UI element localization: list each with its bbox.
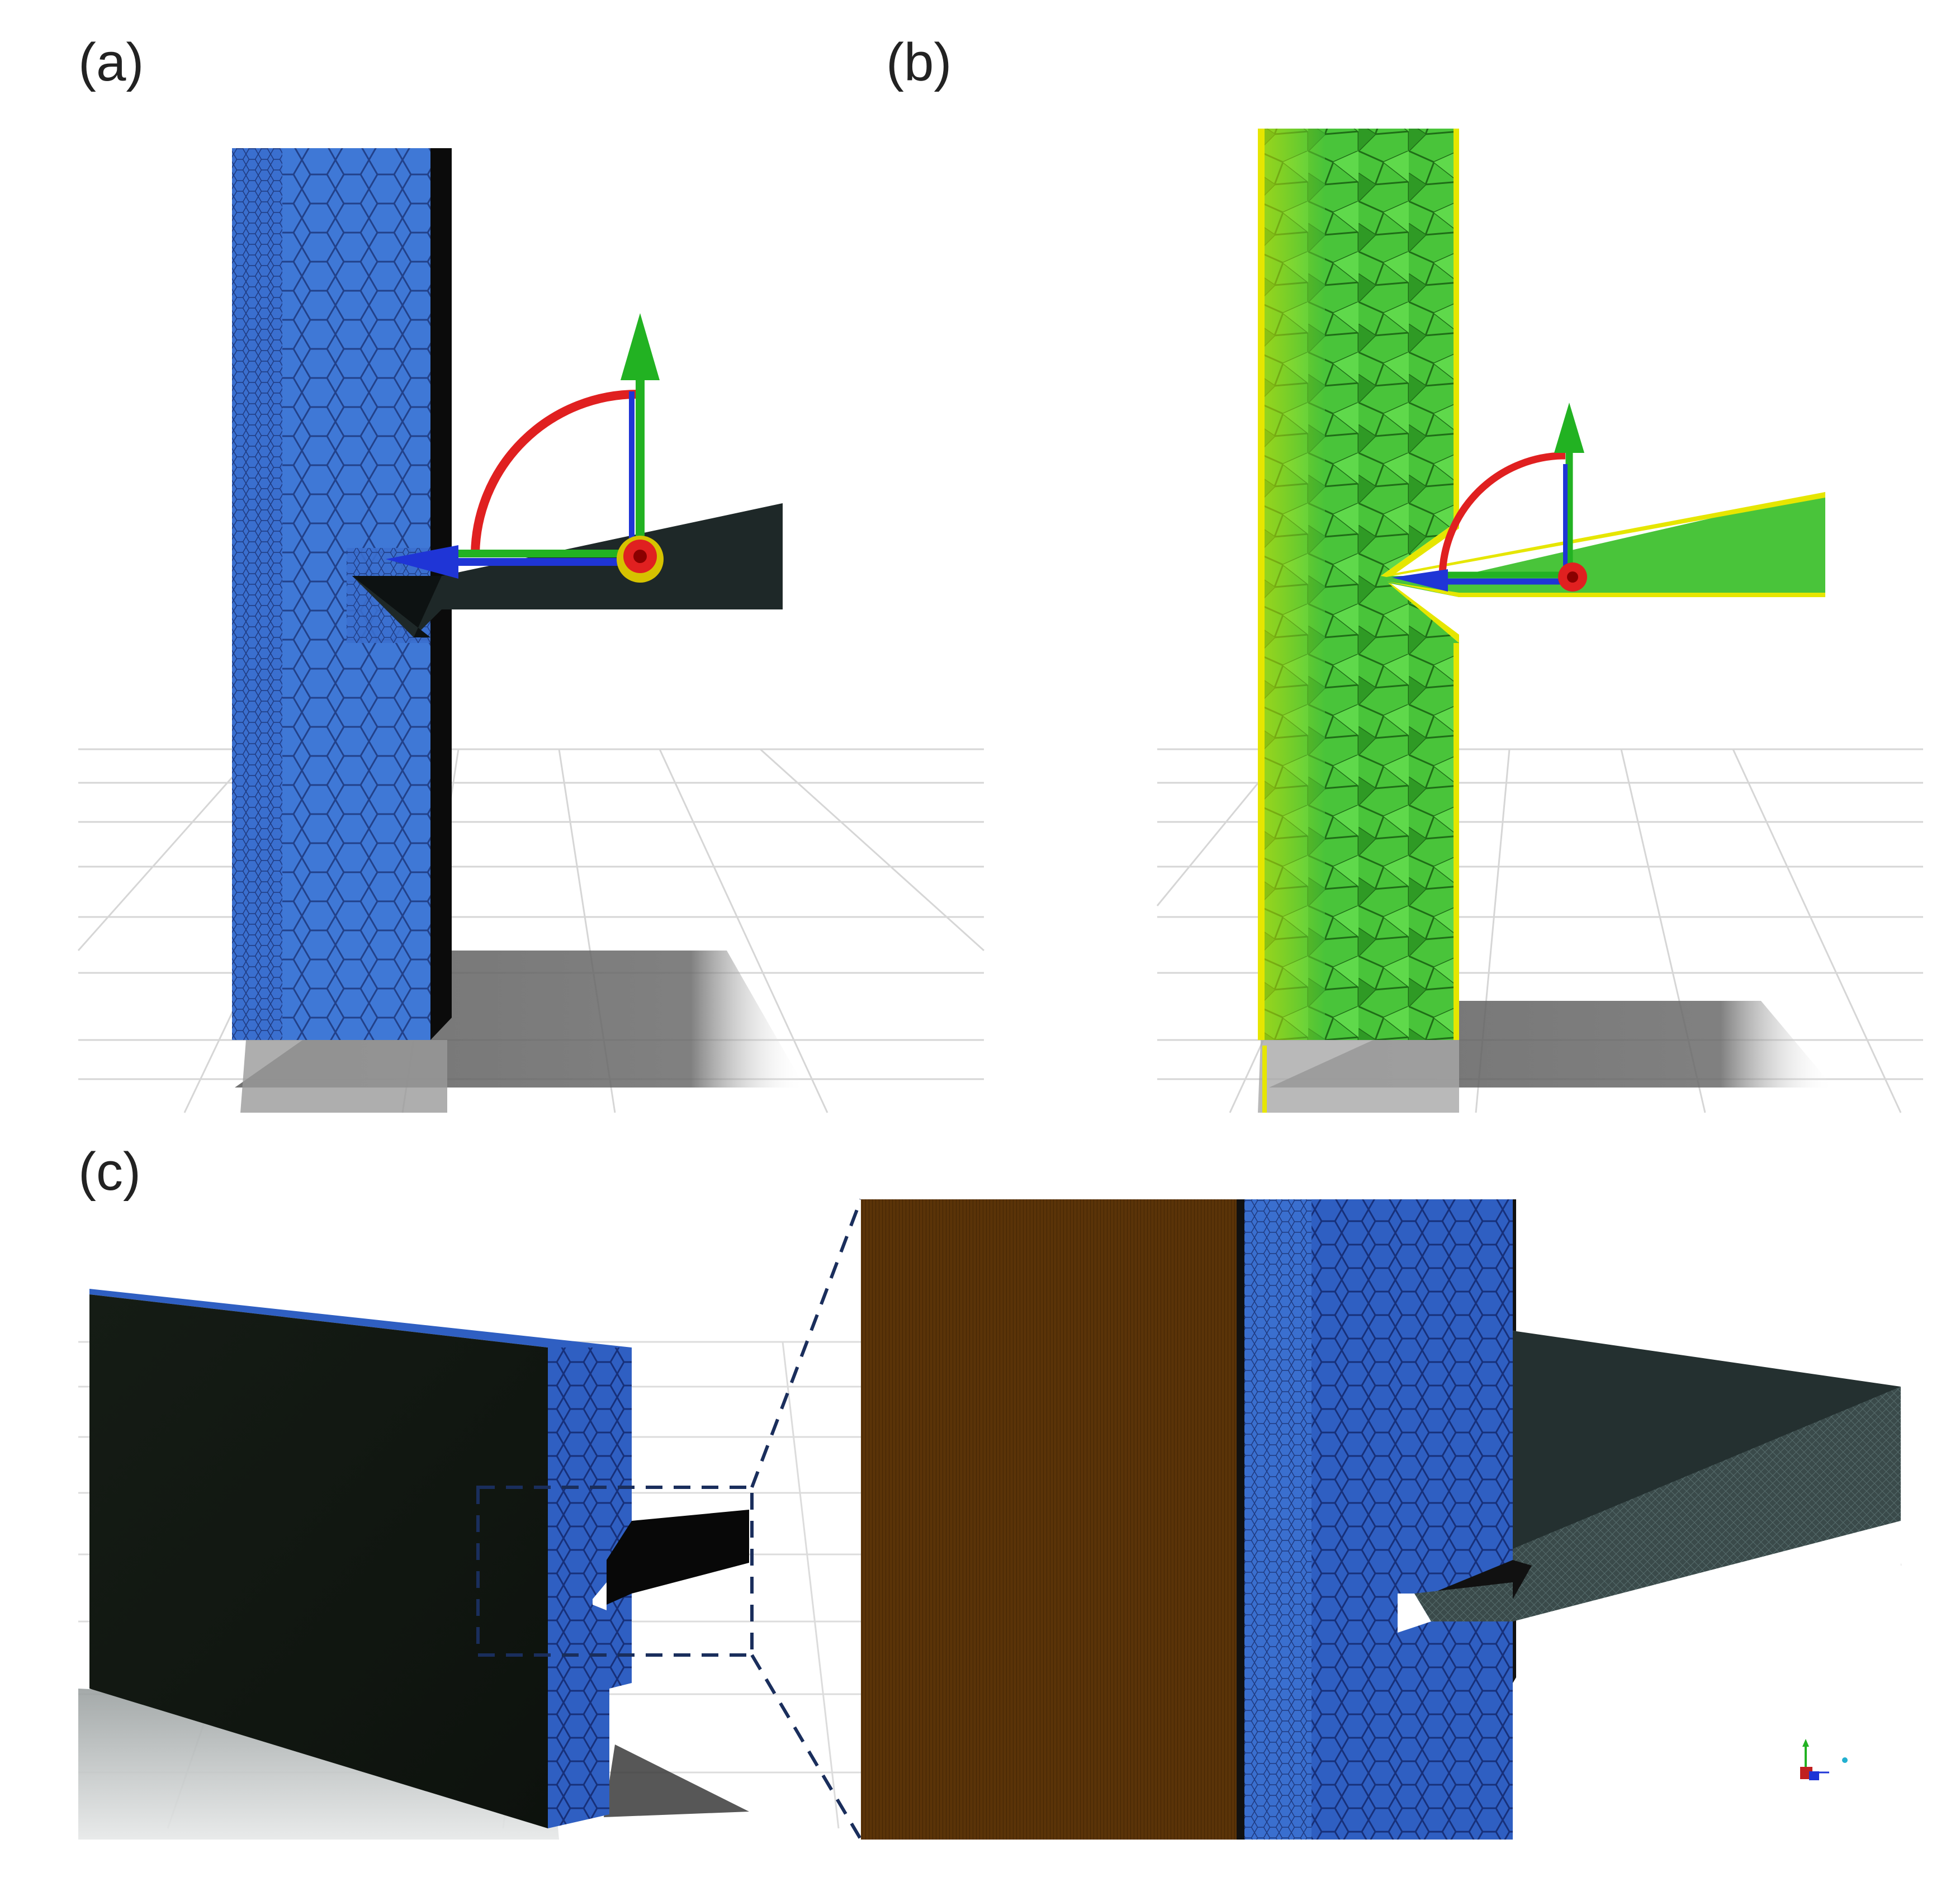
panel-a-shadow xyxy=(235,951,805,1113)
panel-a-nozzle xyxy=(352,503,783,637)
panel-b-axis-arrows-icon xyxy=(1392,403,1587,592)
panel-a-axis-arrows-icon xyxy=(386,313,664,583)
xyz-triad-icon xyxy=(1800,1739,1848,1780)
panel-b-label: (b) xyxy=(886,32,952,92)
panel-c-detail-nozzle xyxy=(1398,1331,1901,1633)
panel-c-label: (c) xyxy=(78,1142,141,1202)
panel-a-label: (a) xyxy=(78,32,144,92)
panel-c-overview-domain xyxy=(89,1289,632,1828)
panel-c-zoom-box xyxy=(476,1198,863,1841)
panel-b-shadow xyxy=(1258,1001,1834,1113)
panel-b-nozzle xyxy=(1381,492,1825,597)
panel-c-overview-nozzle xyxy=(593,1510,749,1610)
